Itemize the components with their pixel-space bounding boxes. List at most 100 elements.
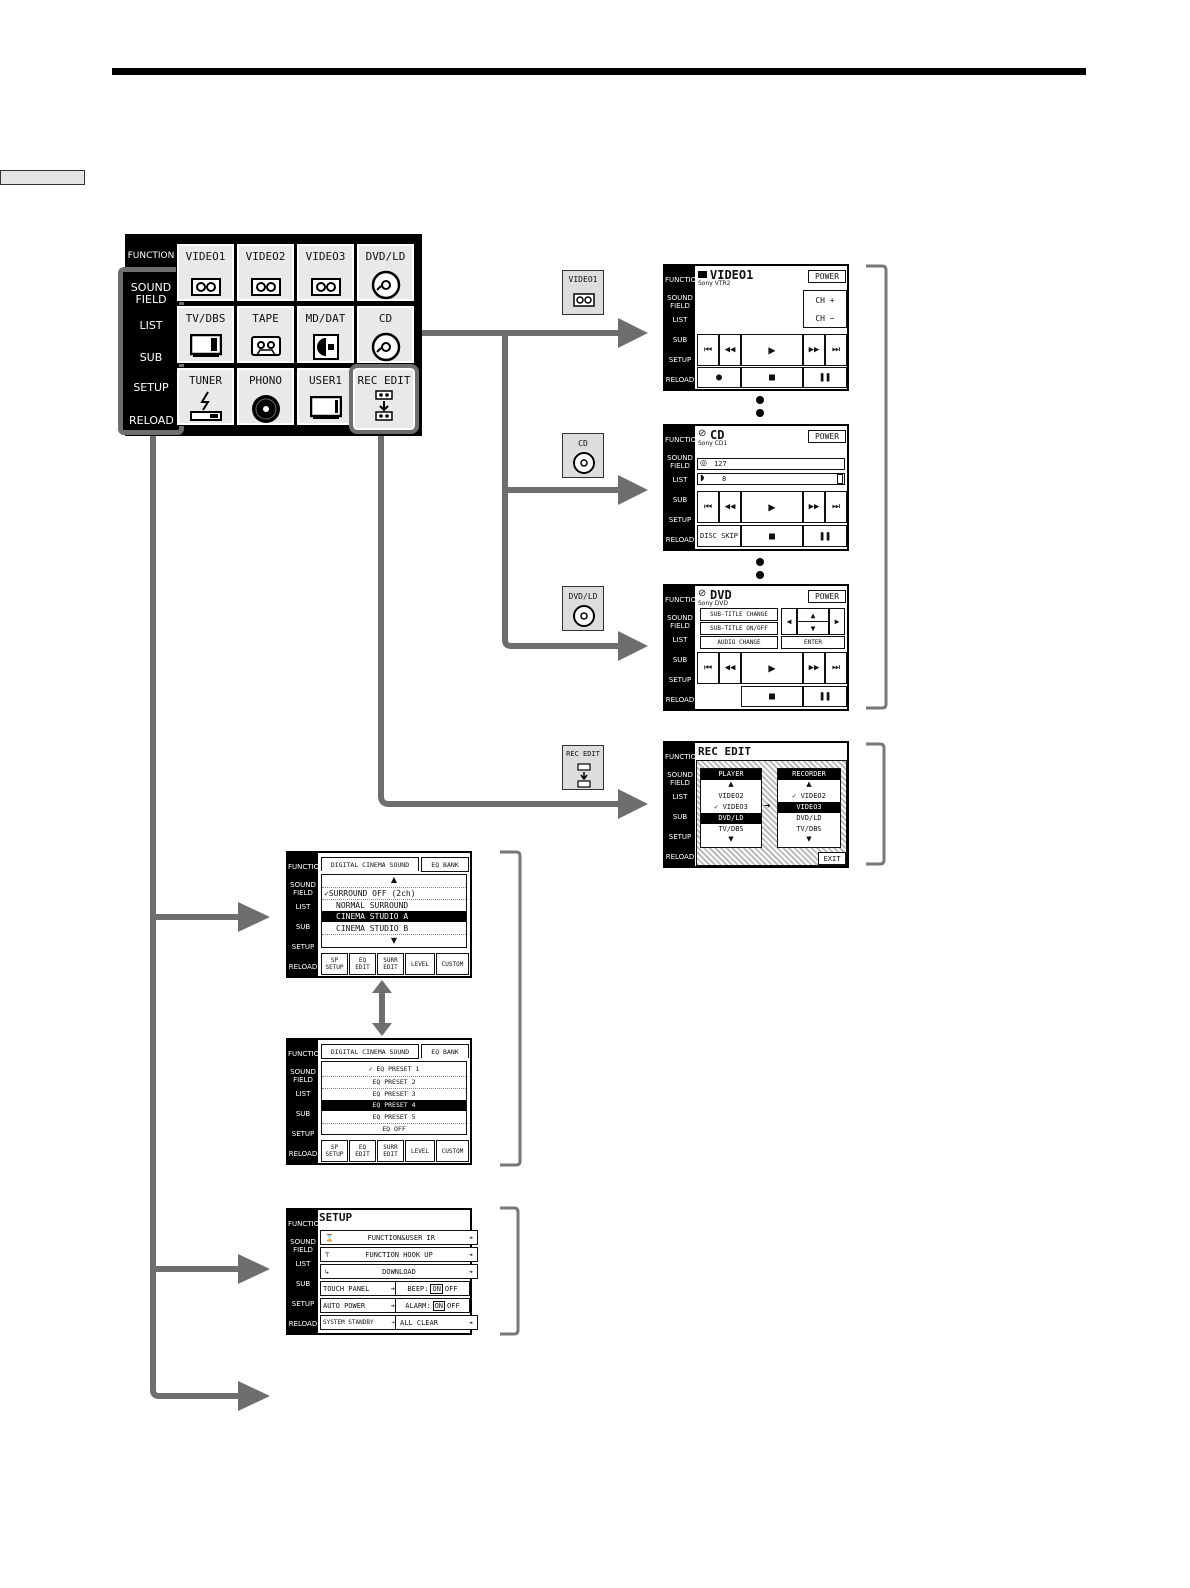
side-function[interactable]: FUNCTION bbox=[665, 276, 702, 284]
beep-off[interactable]: OFF bbox=[444, 1284, 458, 1293]
side-sound-field[interactable]: SOUND FIELD bbox=[667, 294, 693, 310]
stop-button[interactable]: ■ bbox=[741, 367, 803, 388]
play-button[interactable]: ▶ bbox=[741, 334, 803, 366]
side-reload[interactable]: RELOAD bbox=[665, 536, 695, 544]
list-item[interactable]: VIDEO3 bbox=[778, 802, 840, 813]
side-list[interactable]: LIST bbox=[295, 903, 311, 911]
side-reload[interactable]: RELOAD bbox=[288, 1320, 318, 1328]
side-setup[interactable]: SETUP bbox=[291, 1300, 315, 1308]
selector-video1[interactable]: VIDEO1 bbox=[562, 270, 604, 315]
list-item[interactable]: TV/DBS bbox=[796, 825, 822, 833]
fast-forward-button[interactable]: ▶▶ bbox=[803, 491, 825, 523]
function-user-ir-button[interactable]: ⌛FUNCTION&USER IR➔ bbox=[320, 1230, 478, 1245]
tile-md-dat[interactable]: MD/DAT bbox=[296, 305, 355, 364]
side-setup[interactable]: SETUP bbox=[291, 1130, 315, 1138]
fast-forward-button[interactable]: ▶▶ bbox=[803, 334, 825, 366]
alarm-off[interactable]: OFF bbox=[447, 1301, 460, 1310]
selector-rec-edit[interactable]: REC EDIT bbox=[562, 745, 604, 790]
skip-back-button[interactable]: ⏮ bbox=[697, 334, 719, 366]
side-function[interactable]: FUNCTION bbox=[665, 436, 702, 444]
list-item[interactable]: TV/DBS bbox=[718, 825, 744, 833]
list-item[interactable]: EQ PRESET 5 bbox=[322, 1112, 466, 1124]
list-item[interactable]: DVD/LD bbox=[796, 814, 822, 822]
power-button[interactable]: POWER bbox=[808, 270, 846, 283]
channel-down-button[interactable]: CH − bbox=[806, 311, 844, 325]
fast-forward-button[interactable]: ▶▶ bbox=[803, 652, 825, 684]
scroll-down-icon[interactable]: ▼ bbox=[728, 835, 734, 843]
side-menu-setup[interactable]: SETUP bbox=[133, 381, 169, 394]
side-function[interactable]: FUNCTION bbox=[288, 863, 325, 871]
scroll-down-icon[interactable]: ▼ bbox=[806, 835, 812, 843]
tile-dvd-ld[interactable]: DVD/LD bbox=[356, 243, 415, 302]
list-item[interactable]: CINEMA STUDIO A bbox=[322, 911, 466, 922]
pause-button[interactable]: ❚❚ bbox=[803, 367, 847, 388]
tab-eq-bank[interactable]: EQ BANK bbox=[421, 857, 469, 872]
skip-forward-button[interactable]: ⏭ bbox=[825, 491, 847, 523]
side-sound-field[interactable]: SOUND FIELD bbox=[667, 771, 693, 787]
tile-tape[interactable]: TAPE bbox=[236, 305, 295, 364]
list-item[interactable]: VIDEO2 bbox=[718, 792, 744, 800]
list-item[interactable]: ✓SURROUND OFF (2ch) bbox=[322, 887, 466, 899]
power-button[interactable]: POWER bbox=[808, 590, 846, 603]
side-sub[interactable]: SUB bbox=[295, 1110, 311, 1118]
list-item[interactable]: EQ PRESET 3 bbox=[322, 1088, 466, 1100]
side-reload[interactable]: RELOAD bbox=[665, 696, 695, 704]
side-sub[interactable]: SUB bbox=[295, 923, 311, 931]
subtitle-change-button[interactable]: SUB-TITLE CHANGE bbox=[700, 608, 778, 621]
side-list[interactable]: LIST bbox=[672, 316, 688, 324]
surr-edit-button[interactable]: SURR EDIT bbox=[377, 1140, 404, 1162]
disc-skip-button[interactable]: DISC SKIP bbox=[697, 525, 741, 547]
side-reload[interactable]: RELOAD bbox=[288, 1150, 318, 1158]
system-standby-button[interactable]: SYSTEM STANDBY➔ bbox=[320, 1315, 398, 1330]
subtitle-onoff-button[interactable]: SUB-TITLE ON/OFF bbox=[700, 622, 778, 635]
play-button[interactable]: ▶ bbox=[741, 652, 803, 684]
function-tab[interactable]: FUNCTION bbox=[127, 251, 175, 261]
stop-button[interactable]: ■ bbox=[741, 686, 803, 707]
touch-panel-button[interactable]: TOUCH PANEL➔ bbox=[320, 1281, 398, 1296]
list-item[interactable]: ✓ EQ PRESET 1 bbox=[322, 1064, 466, 1075]
sp-setup-button[interactable]: SP SETUP bbox=[321, 1140, 348, 1162]
alarm-on[interactable]: ON bbox=[432, 1300, 446, 1311]
all-clear-button[interactable]: ALL CLEAR➔ bbox=[395, 1315, 478, 1330]
skip-back-button[interactable]: ⏮ bbox=[697, 491, 719, 523]
side-menu-list[interactable]: LIST bbox=[139, 319, 163, 332]
list-item[interactable]: EQ OFF bbox=[382, 1125, 406, 1133]
enter-button[interactable]: ENTER bbox=[781, 636, 845, 649]
skip-forward-button[interactable]: ⏭ bbox=[825, 652, 847, 684]
rewind-button[interactable]: ◀◀ bbox=[719, 334, 741, 366]
custom-button[interactable]: CUSTOM bbox=[436, 1140, 469, 1162]
level-button[interactable]: LEVEL bbox=[405, 953, 435, 975]
side-function[interactable]: FUNCTION bbox=[665, 596, 702, 604]
tile-cd[interactable]: CD bbox=[356, 305, 415, 364]
side-menu-sub[interactable]: SUB bbox=[139, 351, 163, 364]
side-function[interactable]: FUNCTION bbox=[288, 1050, 325, 1058]
pause-button[interactable]: ❚❚ bbox=[803, 686, 847, 707]
custom-button[interactable]: CUSTOM bbox=[436, 953, 469, 975]
download-button[interactable]: ↳DOWNLOAD➔ bbox=[320, 1264, 478, 1279]
side-setup[interactable]: SETUP bbox=[668, 676, 692, 684]
list-item[interactable]: ✓ VIDEO3 bbox=[701, 802, 761, 813]
power-button[interactable]: POWER bbox=[808, 430, 846, 443]
side-sound-field[interactable]: SOUND FIELD bbox=[290, 1068, 316, 1084]
exit-button[interactable]: EXIT bbox=[818, 852, 846, 865]
side-list[interactable]: LIST bbox=[672, 636, 688, 644]
skip-back-button[interactable]: ⏮ bbox=[697, 652, 719, 684]
side-function[interactable]: FUNCTION bbox=[665, 753, 702, 761]
side-setup[interactable]: SETUP bbox=[668, 356, 692, 364]
list-item[interactable]: CINEMA STUDIO B bbox=[322, 923, 466, 935]
cursor-left-button[interactable]: ◀ bbox=[781, 608, 797, 635]
tile-user1[interactable]: USER1 bbox=[296, 367, 355, 426]
audio-change-button[interactable]: AUDIO CHANGE bbox=[700, 636, 778, 649]
record-button[interactable]: ● bbox=[697, 367, 741, 388]
auto-power-button[interactable]: AUTO POWER➔ bbox=[320, 1298, 398, 1313]
list-item[interactable]: DVD/LD bbox=[701, 813, 761, 824]
side-sound-field[interactable]: SOUND FIELD bbox=[290, 1238, 316, 1254]
eq-edit-button[interactable]: EQ EDIT bbox=[349, 1140, 376, 1162]
list-item[interactable]: EQ PRESET 2 bbox=[322, 1076, 466, 1088]
side-sound-field[interactable]: SOUND FIELD bbox=[667, 614, 693, 630]
scroll-up-icon[interactable]: ▲ bbox=[806, 780, 812, 788]
side-sub[interactable]: SUB bbox=[672, 336, 688, 344]
tile-rec-edit[interactable]: REC EDIT bbox=[349, 364, 419, 434]
channel-up-button[interactable]: CH + bbox=[806, 293, 844, 307]
